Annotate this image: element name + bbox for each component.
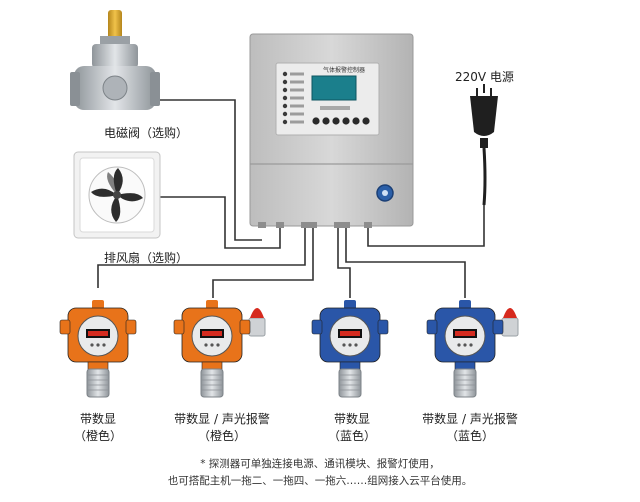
detector-tab [92, 300, 104, 310]
detector-tab [459, 300, 471, 310]
valve-label: 电磁阀（选购） [103, 126, 189, 140]
detector-3-line2: （蓝色） [327, 429, 377, 443]
sensor-head [86, 368, 110, 398]
gas-detector-4 [426, 300, 519, 398]
indicator-light [282, 87, 288, 93]
indicator-caption [290, 96, 304, 100]
wire-detector-2 [212, 226, 314, 298]
indicator-light [282, 71, 288, 77]
detector-port-left [59, 319, 71, 335]
wire-power [367, 205, 485, 247]
controller-display [311, 75, 357, 101]
wire-valve [150, 99, 262, 241]
note-line-1: * 探测器可单独连接电源、通讯模块、报警灯使用， [200, 458, 440, 470]
detector-key [342, 343, 346, 347]
indicator-caption [290, 120, 304, 124]
detector-tab [344, 300, 356, 310]
note-line-2: 也可搭配主机一拖二、一拖四、一拖六……组网接入云平台使用。 [167, 475, 473, 487]
controller-button [352, 117, 360, 125]
alarm-lamp-base [501, 317, 519, 337]
detector-display-digits [88, 331, 108, 336]
detector-display-digits [455, 331, 475, 336]
detector-key [469, 343, 473, 347]
indicator-light [282, 103, 288, 109]
detector-4-line1: 带数显 / 声光报警 [422, 412, 518, 426]
sensor-head [200, 368, 224, 398]
wire-detector-1 [97, 226, 306, 288]
wire-fan [160, 196, 281, 249]
fan-label: 排风扇（选购） [103, 251, 189, 265]
controller-button [342, 117, 350, 125]
indicator-caption [290, 112, 304, 116]
detector-key [210, 343, 214, 347]
wire-detector-4 [345, 226, 466, 298]
controller-indicators [282, 71, 304, 125]
exhaust-fan-icon [73, 151, 161, 239]
detector-2-line2: （橙色） [197, 429, 247, 443]
detector-port-left [311, 319, 323, 335]
alarm-lamp-base [248, 317, 266, 337]
detector-2-line1: 带数显 / 声光报警 [174, 412, 270, 426]
power-plug-icon [470, 84, 498, 206]
indicator-caption [290, 88, 304, 92]
indicator-caption [290, 80, 304, 84]
solenoid-valve-icon [70, 10, 160, 110]
detector-3-line1: 带数显 [333, 412, 371, 426]
detector-port-right [239, 319, 251, 335]
alarm-lamp [503, 308, 517, 318]
detector-4-line2: （蓝色） [445, 429, 495, 443]
alarm-controller [249, 33, 414, 228]
detector-tab [206, 300, 218, 310]
gas-detector-2 [173, 300, 266, 398]
sensor-head [453, 368, 477, 398]
detector-port-left [426, 319, 438, 335]
indicator-light [282, 79, 288, 85]
detector-key [216, 343, 220, 347]
button-caption [320, 106, 350, 110]
detector-key [102, 343, 106, 347]
detector-key [354, 343, 358, 347]
alarm-lamp [250, 308, 264, 318]
detector-port-right [492, 319, 504, 335]
wiring-lines [97, 99, 485, 298]
controller-button [362, 117, 370, 125]
detector-key [90, 343, 94, 347]
controller-title: 气体报警控制器 [323, 66, 365, 74]
indicator-light [282, 95, 288, 101]
gas-detector-1 [59, 300, 137, 398]
indicator-light [282, 111, 288, 117]
detector-key [96, 343, 100, 347]
detector-port-left [173, 319, 185, 335]
detector-display-digits [340, 331, 360, 336]
indicator-light [282, 119, 288, 125]
indicator-caption [290, 104, 304, 108]
detector-port-right [377, 319, 389, 335]
detector-key [457, 343, 461, 347]
detector-key [348, 343, 352, 347]
controller-button [322, 117, 330, 125]
detector-key [204, 343, 208, 347]
detector-port-right [125, 319, 137, 335]
gas-detectors [59, 300, 519, 398]
detector-display-digits [202, 331, 222, 336]
wire-detector-3 [337, 226, 351, 298]
detector-key [463, 343, 467, 347]
indicator-caption [290, 72, 304, 76]
gas-detector-3 [311, 300, 389, 398]
controller-button [332, 117, 340, 125]
controller-buttons [312, 106, 370, 125]
detector-1-line2: （橙色） [73, 429, 123, 443]
power-label: 220V 电源 [455, 70, 514, 84]
controller-button [312, 117, 320, 125]
detector-1-line1: 带数显 [79, 412, 117, 426]
sensor-head [338, 368, 362, 398]
